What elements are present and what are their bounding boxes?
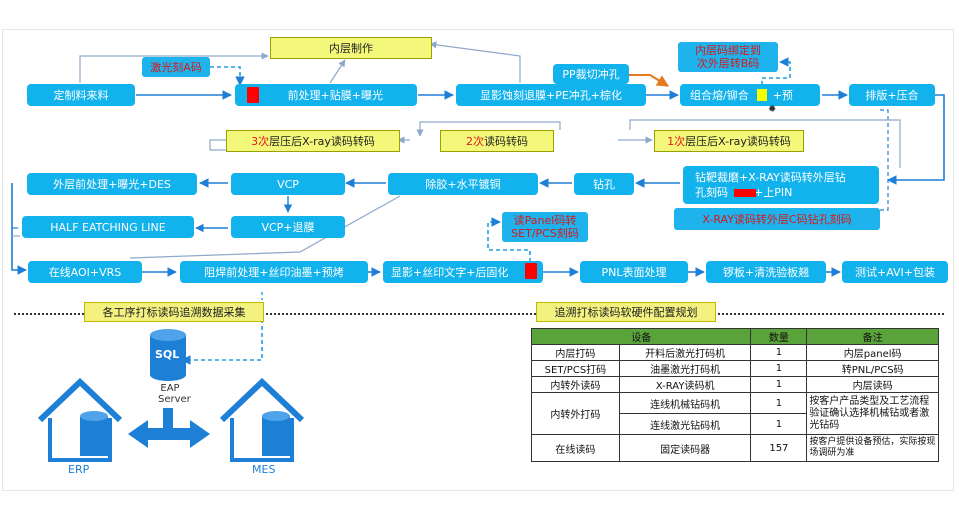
node-combine: 组合熔/铆合+预 <box>680 84 820 106</box>
table-header: 备注 <box>806 328 939 345</box>
red-mark-icon <box>525 263 537 279</box>
yellow-mark-icon <box>757 89 767 101</box>
node-pp-cut: PP裁切冲孔 <box>553 64 629 84</box>
node-half-etch: HALF EATCHING LINE <box>22 216 194 238</box>
mes-label: MES <box>252 463 276 476</box>
node-target-drill: 钻靶裁磨+X-RAY读码转外层钻 孔刻码+上PIN <box>683 166 879 204</box>
node-pretreat: 前处理+贴膜+曝光 <box>235 84 417 106</box>
gear-icon: ✹ <box>768 104 777 115</box>
node-read-2: 2次读码转码 <box>440 130 554 152</box>
note-inner-bind: 内层码绑定到次外层转B码 <box>678 42 778 72</box>
node-drill: 钻孔 <box>574 173 634 195</box>
node-desmear: 除胶+水平镀铜 <box>388 173 538 195</box>
node-outer-pre: 外层前处理+曝光+DES <box>27 173 197 195</box>
table-header: 设备 <box>530 328 752 345</box>
node-inner-layer: 内层制作 <box>270 37 432 59</box>
note-xray-c: X-RAY读码转外层C码钻孔刻码 <box>674 208 880 230</box>
red-mark-icon <box>734 189 756 197</box>
node-develop-etch: 显影蚀刻退膜+PE冲孔+棕化 <box>456 84 646 106</box>
sql-label: SQL <box>155 348 180 361</box>
node-vcp: VCP <box>231 173 345 195</box>
mes-house-icon <box>219 377 305 462</box>
bidirectional-arrow-icon <box>128 408 210 448</box>
section-divider <box>14 313 944 315</box>
node-xray-1: 1次层压后X-ray读码转码 <box>654 130 804 152</box>
node-vcp-strip: VCP+退膜 <box>231 216 345 238</box>
node-xray-3: 3次层压后X-ray读码转码 <box>226 130 400 152</box>
node-aoi: 在线AOI+VRS <box>28 261 142 283</box>
node-pnl-surface: PNL表面处理 <box>580 261 688 283</box>
node-custom-material: 定制料来料 <box>27 84 135 106</box>
sql-database-icon <box>150 329 186 381</box>
node-gong: 锣板+清洗验板翘 <box>706 261 826 283</box>
note-laser-a: 激光刻A码 <box>142 57 210 77</box>
node-test: 测试+AVI+包装 <box>842 261 948 283</box>
node-silk: 显影+丝印文字+后固化 <box>383 261 543 283</box>
node-layup: 排版+压合 <box>849 84 935 106</box>
section-plan-title: 追溯打标读码软硬件配置规划 <box>536 302 716 322</box>
arrow-pp-combine <box>628 74 670 87</box>
erp-house-icon <box>37 377 123 462</box>
erp-label: ERP <box>68 463 90 476</box>
section-collect-title: 各工序打标读码追溯数据采集 <box>84 302 264 322</box>
table-header: 数量 <box>750 328 808 345</box>
node-solder: 阻焊前处理+丝印油墨+预烤 <box>180 261 368 283</box>
red-mark-icon <box>247 87 259 103</box>
